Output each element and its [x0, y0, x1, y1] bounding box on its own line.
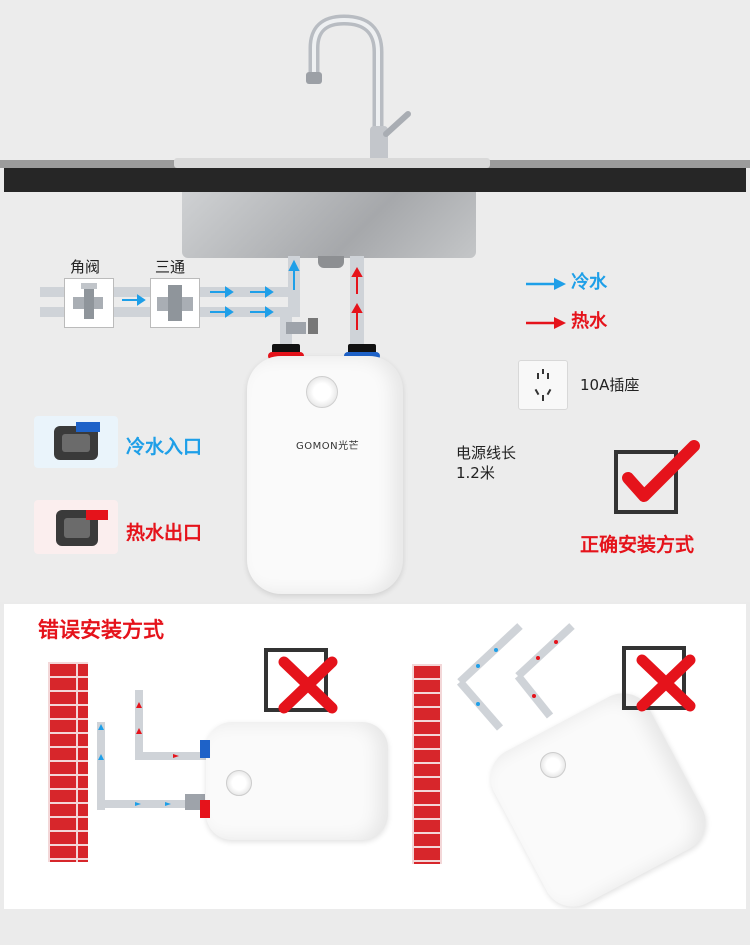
correct-label: 正确安装方式: [580, 534, 695, 556]
sink-basin: [182, 192, 476, 258]
socket-label: 10A插座: [580, 376, 640, 394]
horizontal-heater-knob: [226, 770, 252, 796]
power-socket-icon: [518, 360, 568, 410]
hot-legend: 热水: [526, 307, 607, 333]
cable-length-line2: 1.2米: [456, 464, 495, 482]
footer-band: [0, 909, 750, 945]
cold-inlet-image: [34, 416, 118, 468]
cold-inlet-label: 冷水入口: [126, 436, 203, 458]
cold-legend-label: 冷水: [571, 272, 608, 293]
cold-arrow-icon: [526, 277, 566, 290]
cross-icon: [264, 648, 338, 714]
cold-legend: 冷水: [526, 268, 607, 294]
brand-logo: GOMON光芒: [296, 441, 360, 452]
hot-outlet-image: [34, 500, 118, 554]
temperature-knob: [306, 376, 338, 408]
horizontal-hot-ring: [200, 800, 210, 818]
cable-length-line1: 电源线长: [456, 444, 517, 462]
check-icon: [614, 440, 700, 514]
hot-outlet-label: 热水出口: [126, 522, 203, 544]
tilted-heater-knob: [540, 752, 566, 778]
brick-wall-left: [48, 662, 88, 862]
faucet: [306, 14, 411, 170]
countertop: [4, 168, 746, 192]
wrong-pipes-tilted: [456, 623, 575, 731]
sink-drain: [318, 256, 344, 268]
hot-arrow-icon: [526, 316, 566, 329]
angle-valve-image: [64, 278, 114, 328]
horizontal-cold-ring: [200, 740, 210, 758]
hot-legend-label: 热水: [571, 311, 608, 332]
wrong-label: 错误安装方式: [38, 618, 164, 642]
cross-icon: [622, 646, 696, 712]
sink-rim: [174, 158, 490, 168]
tee-label: 三通: [155, 258, 186, 276]
tee-image: [150, 278, 200, 328]
brick-wall-right: [412, 664, 442, 864]
angle-valve-label: 角阀: [70, 258, 101, 276]
